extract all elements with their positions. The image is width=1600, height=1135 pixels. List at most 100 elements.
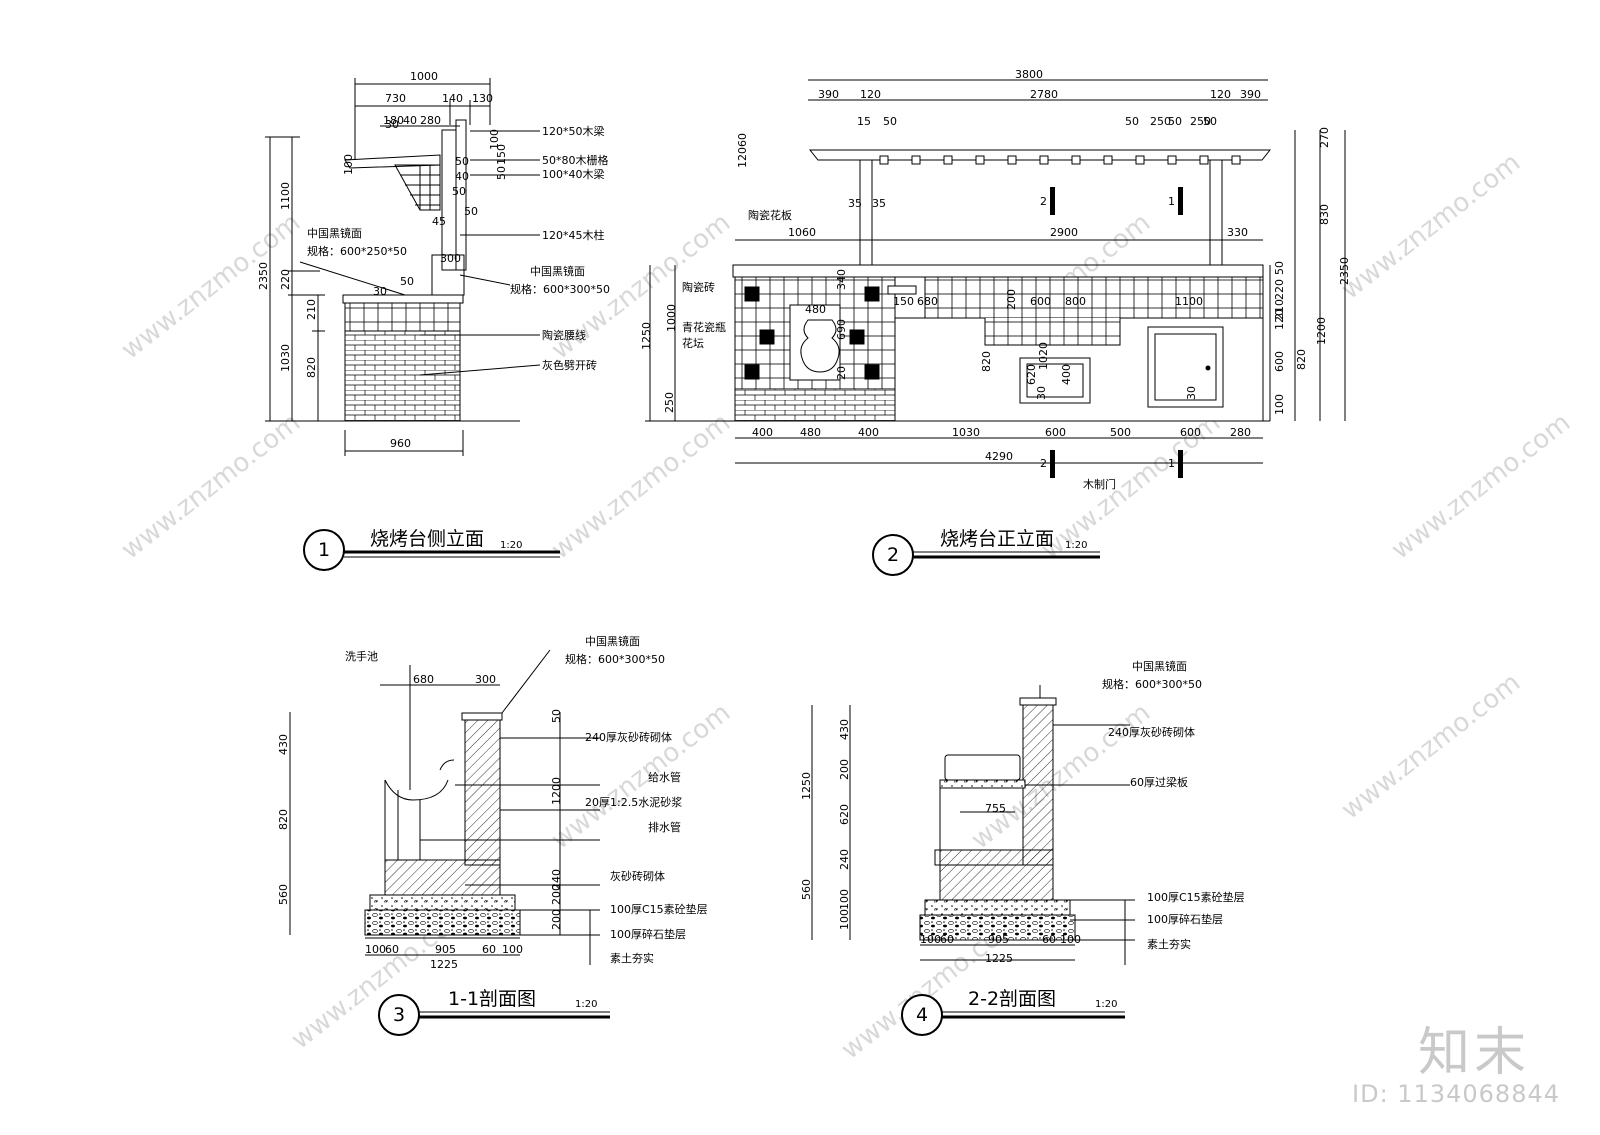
lattice-block: [1135, 155, 1145, 165]
dimension-label: 100: [502, 943, 523, 956]
dimension-label: 430: [838, 719, 851, 740]
dimension-label: 210: [1273, 299, 1286, 320]
vase-icon: [800, 319, 840, 373]
dimension-label: 1200: [1315, 317, 1328, 345]
watermark-text: www.znzmo.com: [1336, 148, 1526, 306]
lattice-block: [911, 155, 921, 165]
dimension-label: 680: [917, 295, 938, 308]
grill: [944, 754, 1021, 781]
dimension-label: 100: [1273, 394, 1286, 415]
lattice-blocks: [879, 155, 1241, 165]
dimension-label: 820: [980, 351, 993, 372]
dimension-label: 240: [838, 849, 851, 870]
annotation: 素土夯实: [610, 951, 654, 965]
dimension-label: 1000: [665, 304, 678, 332]
ceramic-band: [344, 302, 461, 332]
dimension-label: 120: [736, 147, 749, 168]
dimension-label: 100: [365, 943, 386, 956]
title-block-2: 2 烧烤台正立面 1:20: [872, 528, 1100, 576]
title-block-3: 3 1-1剖面图 1:20: [378, 988, 610, 1036]
dimension-label: 210: [305, 299, 318, 320]
dimension-label: 50: [1203, 115, 1217, 128]
section-mark: 1: [1168, 457, 1175, 470]
dimension-label: 130: [472, 92, 493, 105]
dimension-label: 200: [550, 909, 563, 930]
dimension-label: 820: [305, 357, 318, 378]
dimension-label: 250: [663, 392, 676, 413]
dimension-label: 120: [1273, 309, 1286, 330]
dimension-label: 480: [805, 303, 826, 316]
dimension-label: 1060: [788, 226, 816, 239]
dimension-label: 680: [413, 673, 434, 686]
annotation: 洗手池: [345, 649, 378, 663]
dimension-label: 2350: [257, 262, 270, 290]
section-mark: 2: [1040, 457, 1047, 470]
lattice-block: [943, 155, 953, 165]
dimension-label: 400: [752, 426, 773, 439]
counter-top: [732, 264, 1264, 278]
annotation: 规格：600*300*50: [510, 282, 610, 296]
granite-top: [342, 294, 464, 304]
drawing-scale: 1:20: [1095, 999, 1117, 1010]
drawing-3-section-1-1: [289, 649, 600, 965]
section-mark: 1: [1168, 195, 1175, 208]
annotation: 50*80木栅格: [542, 153, 609, 167]
watermark-id: ID: 1134068844: [1352, 1080, 1560, 1108]
title-block-4: 4 2-2剖面图 1:20: [901, 988, 1125, 1036]
dimension-label: 800: [1065, 295, 1086, 308]
pergola-beam-side: [344, 154, 441, 169]
wooden-door: [1147, 326, 1224, 408]
tap: [887, 285, 917, 295]
annotation: 120*50木梁: [542, 124, 605, 138]
dimension-label: 140: [442, 92, 463, 105]
watermark-text: www.znzmo.com: [1386, 408, 1576, 566]
section-marker-2-bottom: [1050, 450, 1055, 478]
dimension-label: 2900: [1050, 226, 1078, 239]
dimension-label: 100: [838, 889, 851, 910]
annotation: 60厚过梁板: [1130, 775, 1188, 789]
dimension-label: 560: [800, 879, 813, 900]
lattice: [394, 164, 441, 211]
dimension-label: 2350: [1338, 257, 1351, 285]
concrete-pad: [369, 894, 516, 911]
timber-post-rear: [455, 119, 467, 271]
black-tile: [849, 329, 865, 345]
dimension-label: 1250: [800, 772, 813, 800]
dimension-label: 1225: [430, 958, 458, 971]
brick-base-left: [734, 388, 896, 422]
pergola-top-beam: [808, 149, 1272, 161]
dimension-label: 150: [495, 144, 508, 165]
lattice-block: [1231, 155, 1241, 165]
dimension-label: 300: [475, 673, 496, 686]
annotation: 中国黑镜面: [530, 264, 585, 278]
dimension-label: 180: [383, 114, 404, 127]
dimension-label: 30: [1035, 386, 1048, 400]
watermark-brand: 知末: [1417, 1023, 1530, 1083]
annotation: 中国黑镜面: [307, 226, 362, 240]
watermark-text: www.znzmo.com: [116, 208, 306, 366]
split-brick-wall: [344, 330, 461, 422]
lattice-block: [879, 155, 889, 165]
dimension-label: 600: [1273, 351, 1286, 372]
annotation: 陶瓷腰线: [542, 328, 586, 342]
dimension-label: 150: [893, 295, 914, 308]
annotation: 木制门: [1083, 477, 1116, 491]
watermark-text: www.znzmo.com: [966, 698, 1156, 856]
dimension-label: 1100: [1175, 295, 1203, 308]
watermark-text: www.znzmo.com: [116, 408, 306, 566]
dimension-label: 400: [858, 426, 879, 439]
lattice-block: [975, 155, 985, 165]
drawing-number: 1: [318, 539, 330, 561]
dimension-label: 60: [1042, 933, 1056, 946]
dimension-label: 755: [985, 802, 1006, 815]
dimension-label: 200: [838, 759, 851, 780]
drawing-title: 1-1剖面图: [448, 988, 536, 1010]
dimension-label: 3800: [1015, 68, 1043, 81]
dimension-label: 60: [736, 133, 749, 147]
front-post-right: [1209, 159, 1223, 266]
dimension-label: 100: [488, 129, 501, 150]
dimension-label: 35: [872, 197, 886, 210]
black-tile: [744, 286, 760, 302]
